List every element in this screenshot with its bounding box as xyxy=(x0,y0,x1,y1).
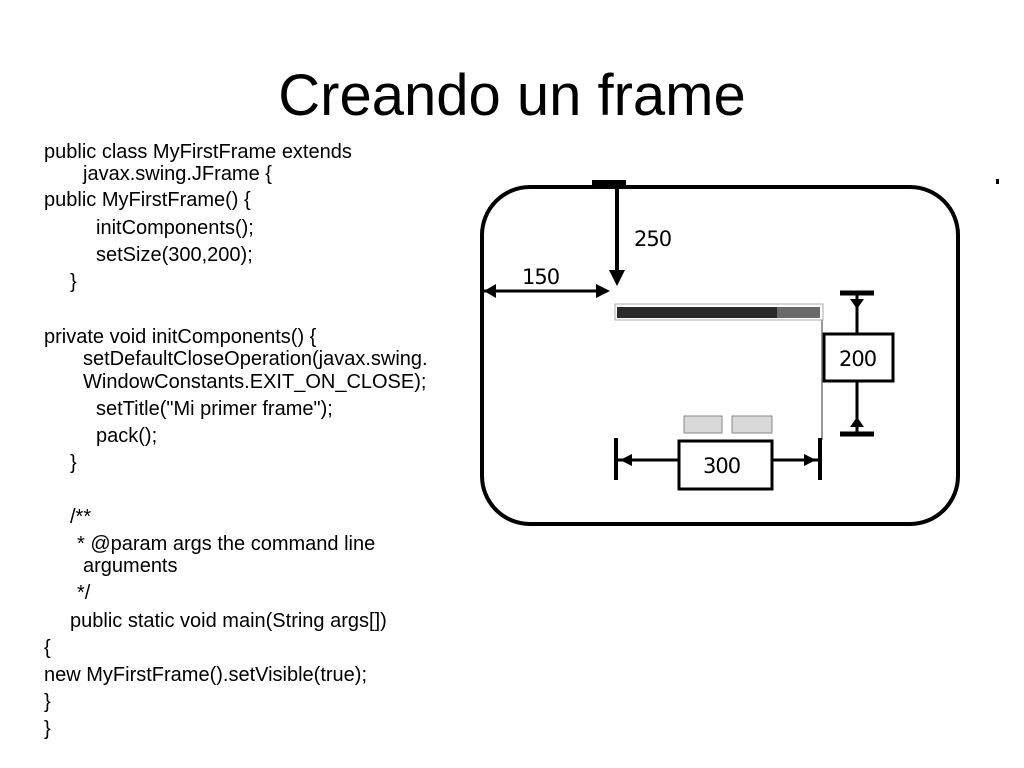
code-line: WindowConstants.EXIT_ON_CLOSE); xyxy=(83,371,427,393)
code-line: /** xyxy=(70,506,92,528)
slide-title: Creando un frame xyxy=(278,63,746,128)
code-line: } xyxy=(70,452,77,474)
width-label: 300 xyxy=(703,454,740,478)
code-line: { xyxy=(44,637,51,659)
height-arrowhead-top xyxy=(850,299,864,309)
code-line: * @param args the command line xyxy=(77,533,376,555)
code-listing: public class MyFirstFrame extends javax.… xyxy=(44,140,429,750)
width-label-box xyxy=(677,439,774,491)
code-line: arguments xyxy=(83,555,178,577)
ok-button xyxy=(683,415,723,434)
code-line: initComponents(); xyxy=(96,217,254,239)
code-line: private void initComponents() { xyxy=(44,326,317,348)
code-line: new MyFirstFrame().setVisible(true); xyxy=(44,664,368,686)
left-offset-arrowhead-start xyxy=(484,284,496,298)
code-line: public class MyFirstFrame extends xyxy=(44,141,352,163)
code-line: public static void main(String args[]) xyxy=(70,610,387,632)
code-line: setTitle("Mi primer frame"); xyxy=(96,398,333,420)
left-offset-label: 150 xyxy=(522,265,559,289)
window-titlebar-controls xyxy=(777,307,820,318)
code-line: } xyxy=(44,718,51,740)
height-label-box xyxy=(822,332,895,383)
stray-mark xyxy=(996,179,999,184)
screen-outline xyxy=(480,185,960,526)
code-line: public MyFirstFrame() { xyxy=(44,189,251,211)
left-offset-arrowhead-end xyxy=(596,284,610,298)
width-arrowhead-right xyxy=(804,454,816,466)
code-line: setDefaultCloseOperation(javax.swing. xyxy=(83,348,428,370)
code-line: */ xyxy=(77,582,91,604)
cancel-button xyxy=(731,415,773,434)
frame-dimension-diagram: 250 150 200 300 xyxy=(480,179,999,526)
code-line: setSize(300,200); xyxy=(96,244,253,266)
height-label: 200 xyxy=(839,347,876,371)
code-line: } xyxy=(44,691,51,713)
code-line: } xyxy=(70,271,77,293)
code-line: pack(); xyxy=(96,425,158,447)
window-titlebar xyxy=(617,307,777,318)
top-offset-arrowhead xyxy=(609,270,625,286)
code-line: javax.swing.JFrame { xyxy=(83,163,272,185)
height-arrowhead-bottom xyxy=(850,417,864,427)
width-arrowhead-left xyxy=(620,454,632,466)
top-offset-label: 250 xyxy=(634,227,671,251)
